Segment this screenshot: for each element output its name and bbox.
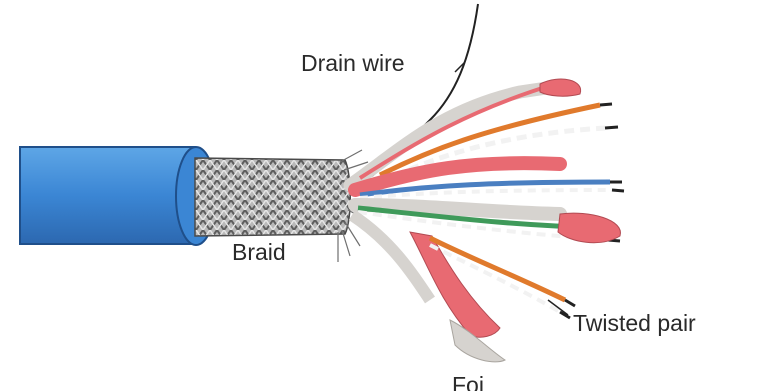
cable-jacket: [20, 147, 216, 245]
foil-label: Foi: [452, 374, 484, 391]
pair-mid-lower: [355, 205, 620, 243]
braid-label: Braid: [232, 241, 286, 264]
twisted-pair-label: Twisted pair: [573, 312, 696, 335]
drain-wire-label: Drain wire: [301, 52, 405, 75]
pair-bottom: [352, 215, 575, 362]
